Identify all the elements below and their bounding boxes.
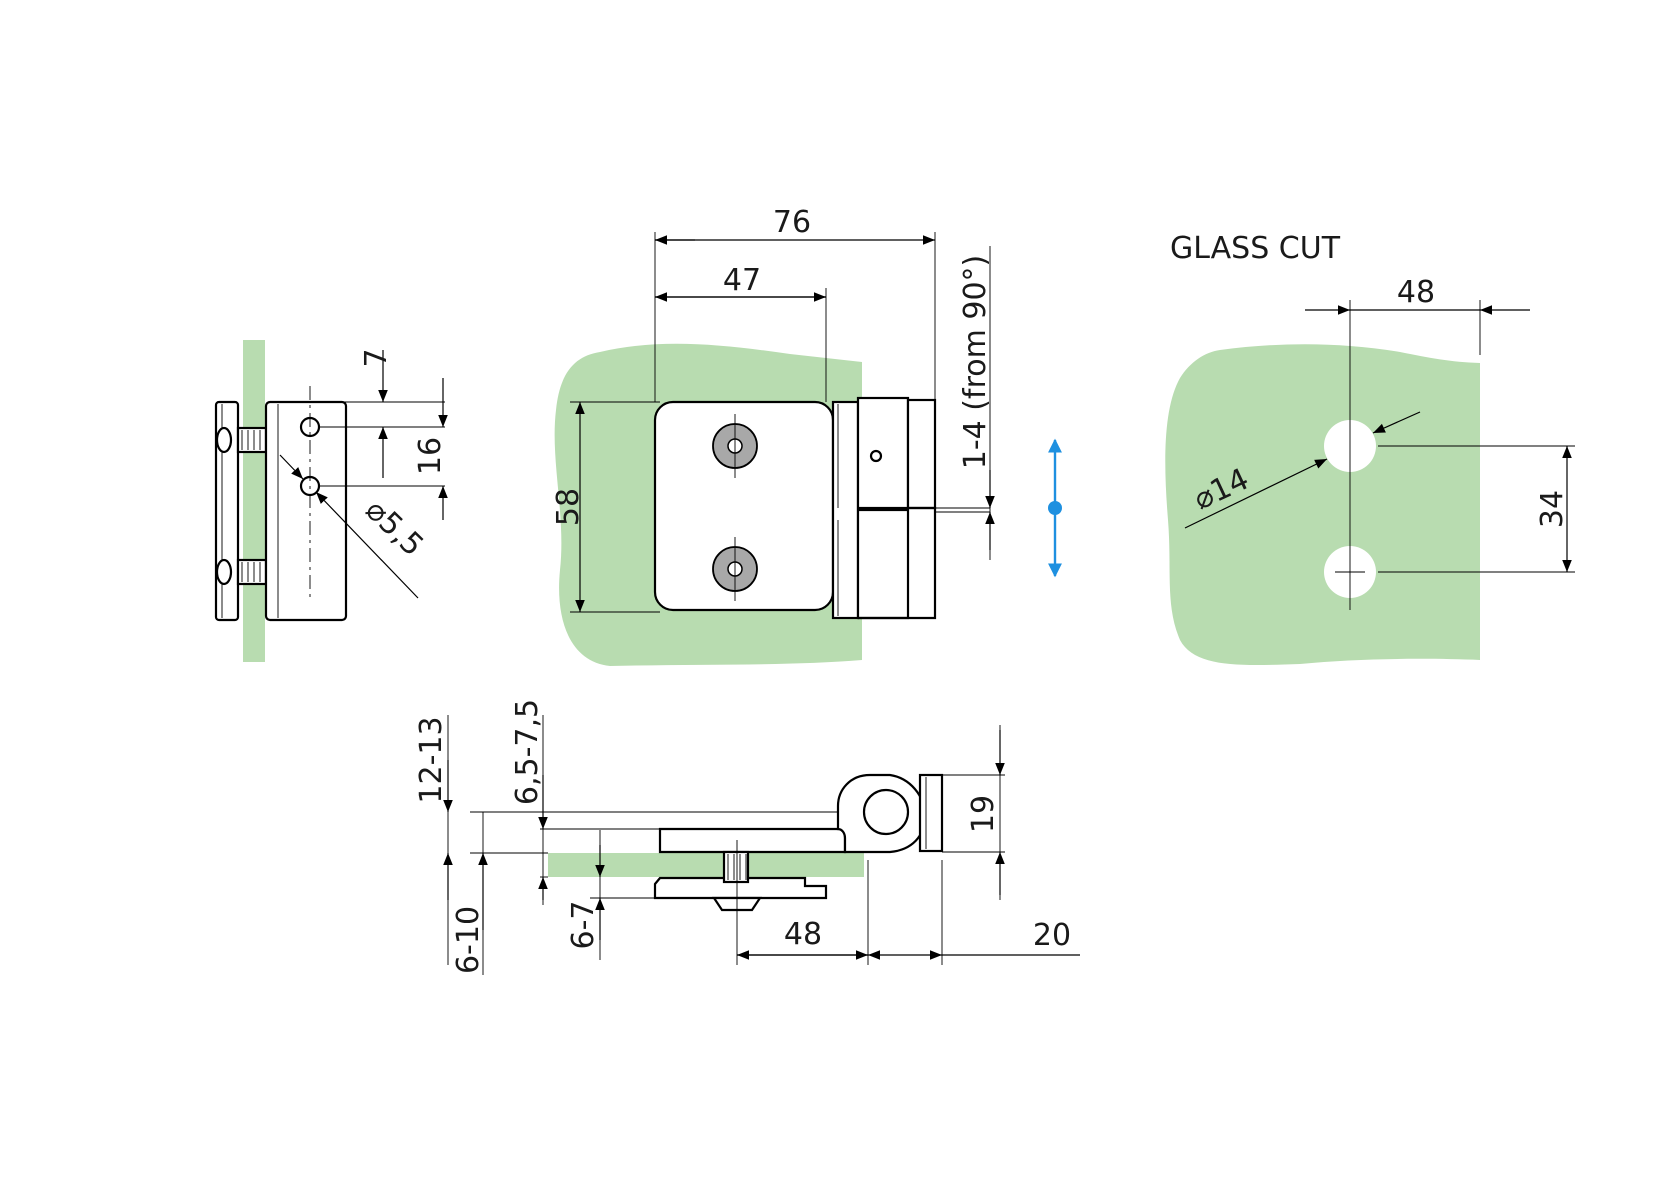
bottom-dim-19: 19 bbox=[966, 795, 1001, 833]
bottom-wall-plate bbox=[918, 773, 944, 853]
side-glass-pane bbox=[243, 340, 265, 662]
side-view: 7 16 ⌀5,5 bbox=[214, 340, 448, 662]
bottom-dim-6-5-7-5: 6,5-7,5 bbox=[510, 699, 545, 805]
front-view: 76 47 58 1-4 (from 90°) bbox=[551, 205, 1062, 666]
side-screw-bottom bbox=[215, 558, 268, 586]
side-screw-top bbox=[215, 426, 268, 454]
front-dim-47: 47 bbox=[723, 263, 761, 298]
bottom-clamp-lower bbox=[653, 876, 828, 900]
bottom-dim-6-7: 6-7 bbox=[566, 901, 601, 950]
bottom-screw bbox=[711, 840, 763, 965]
front-hinge-body bbox=[831, 400, 860, 620]
bottom-dim-6-10: 6-10 bbox=[451, 906, 486, 974]
side-dim-hole-diameter: ⌀5,5 bbox=[358, 493, 430, 564]
glass-cut-dim-34: 34 bbox=[1535, 490, 1570, 528]
glass-cut-dim-48: 48 bbox=[1397, 275, 1435, 310]
bottom-dim-48: 48 bbox=[784, 917, 822, 952]
bottom-glass-pane bbox=[548, 853, 864, 877]
front-screw-top bbox=[712, 414, 758, 478]
adjustment-arrow-icon bbox=[1048, 438, 1062, 578]
side-dim-7: 7 bbox=[359, 348, 394, 367]
glass-cut-pane bbox=[1165, 344, 1480, 666]
bottom-dim-12-13: 12-13 bbox=[414, 716, 449, 803]
bottom-dim-20: 20 bbox=[1033, 918, 1071, 953]
front-dim-58: 58 bbox=[551, 488, 586, 526]
glass-cut-view: GLASS CUT 48 34 ⌀14 bbox=[1165, 231, 1575, 666]
bottom-hinge-pin bbox=[862, 788, 910, 836]
side-dim-16: 16 bbox=[413, 437, 448, 475]
front-dim-76: 76 bbox=[773, 205, 811, 240]
front-dim-adjust: 1-4 (from 90°) bbox=[958, 255, 993, 469]
bottom-clamp-upper bbox=[658, 827, 847, 854]
front-screw-bottom bbox=[712, 537, 758, 601]
side-clamp-body bbox=[264, 400, 348, 622]
front-wall-bracket bbox=[856, 396, 910, 510]
front-pin-hole bbox=[869, 449, 883, 463]
bottom-view: 12-13 6-10 6,5-7,5 6-7 19 48 20 bbox=[414, 699, 1080, 975]
glass-cut-title: GLASS CUT bbox=[1170, 231, 1341, 266]
